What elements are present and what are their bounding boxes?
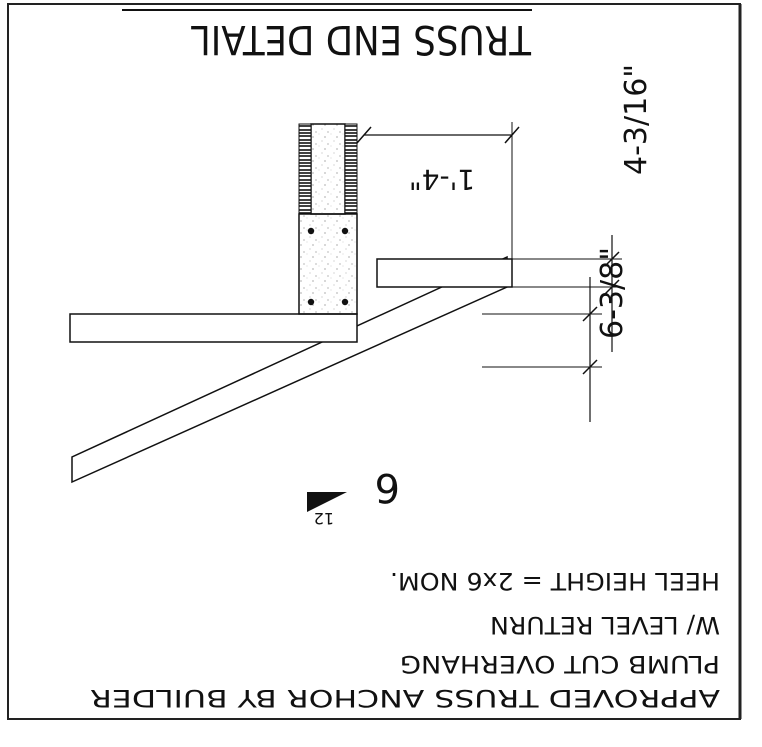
wall-siding-left [344,123,358,215]
note-truss-anchor: APPROVED TRUSS ANCHOR BY BUILDER [90,684,720,712]
overhang-tick-left [504,126,520,144]
bolt-4 [307,227,315,235]
heel-height-dimension: 6-3/8" [595,247,630,339]
dim-tick-4 [582,359,598,375]
wall-top-plate [298,213,358,315]
note-heel-height: HEEL HEIGHT = 2x6 NOM. [390,567,720,595]
note-level-return: W/ LEVEL RETURN [490,611,720,639]
overhang-tick-right [356,126,372,144]
dim-tick-2 [604,279,620,295]
wall-siding-right [298,123,312,215]
overhang-dimension-label: 1'-4" [409,163,475,196]
wall-stud [310,123,346,215]
bolt-3 [341,227,349,235]
dim-tick-1 [604,251,620,267]
slope-triangle-icon [307,492,347,512]
truss-top-chord [71,255,508,484]
bolt-2 [307,298,315,306]
upper-height-dimension: 4-3/16" [619,64,654,175]
bolt-1 [341,298,349,306]
slope-rise-label: 6 [375,464,400,510]
slope-run-label: 12 [314,509,334,528]
note-plumb-cut: PLUMB CUT OVERHANG [400,650,720,678]
rotated-drawing-group: TRUSS END DETAIL HEEL HEIGHT = 2x6 NOM. … [69,9,720,712]
truss-bottom-chord [69,313,358,343]
dim-tick-3 [582,306,598,322]
level-return-block [376,258,513,288]
drawing-title: TRUSS END DETAIL [190,16,532,62]
